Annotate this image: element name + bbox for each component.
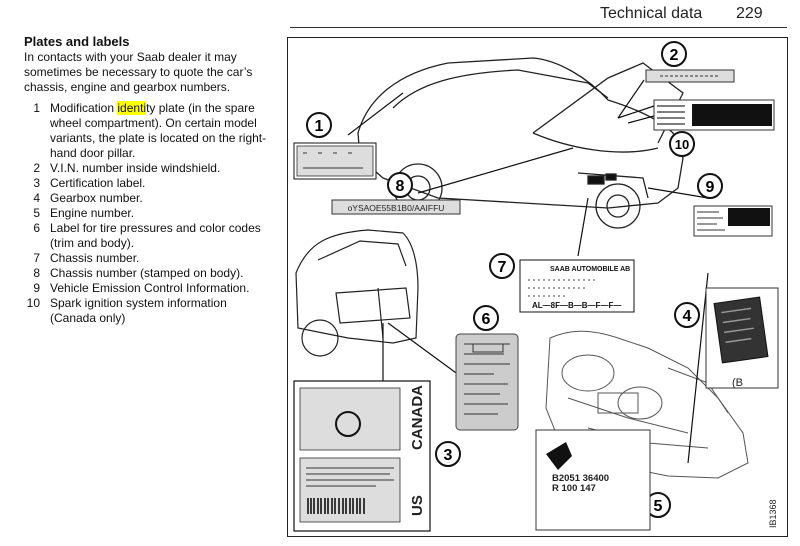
plate-3: CANADA US bbox=[293, 380, 431, 532]
header-rule bbox=[290, 27, 787, 28]
section-heading: Plates and labels bbox=[24, 34, 130, 49]
search-highlight: identi bbox=[117, 101, 147, 115]
plates-figure: 1 2 3 4 5 6 7 8 9 10 bbox=[287, 37, 788, 537]
plate-2 bbox=[645, 69, 735, 83]
plate-10 bbox=[653, 99, 775, 131]
page-title: Technical data bbox=[600, 5, 703, 22]
svg-text:6: 6 bbox=[482, 311, 491, 328]
svg-text:CANADA: CANADA bbox=[409, 385, 426, 450]
svg-text:10: 10 bbox=[675, 137, 689, 152]
leader-lines bbox=[347, 79, 709, 464]
svg-text:R 100 147: R 100 147 bbox=[552, 483, 596, 494]
svg-text:2: 2 bbox=[670, 47, 679, 64]
callout-1: 1 bbox=[306, 112, 332, 138]
svg-text:3: 3 bbox=[444, 447, 453, 464]
svg-text:8: 8 bbox=[396, 178, 405, 195]
svg-text:oYSAOE55B1B0/AAIFFU: oYSAOE55B1B0/AAIFFU bbox=[348, 203, 445, 213]
plate-8: oYSAOE55B1B0/AAIFFU bbox=[331, 199, 461, 215]
svg-text:5: 5 bbox=[654, 498, 663, 515]
plate-6 bbox=[455, 333, 519, 431]
callout-2: 2 bbox=[661, 41, 687, 67]
page-header: Technical data 229 bbox=[0, 0, 800, 28]
side-car-drawing bbox=[295, 229, 419, 357]
plate-5: B2051 36400 R 100 147 bbox=[535, 429, 651, 531]
page-number: 229 bbox=[736, 5, 763, 22]
callout-3: 3 bbox=[435, 441, 461, 467]
callout-6: 6 bbox=[473, 305, 499, 331]
svg-text:B2051 36400: B2051 36400 bbox=[552, 473, 609, 484]
intro-paragraph: In contacts with your Saab dealer it may… bbox=[24, 50, 253, 94]
callout-4: 4 bbox=[674, 302, 700, 328]
text-column: Plates and labels In contacts with your … bbox=[24, 34, 276, 326]
plate-9 bbox=[693, 205, 773, 237]
svg-text:9: 9 bbox=[706, 179, 715, 196]
figure-illustration: 1 2 3 4 5 6 7 8 9 10 bbox=[293, 41, 779, 532]
svg-text:7: 7 bbox=[498, 259, 507, 276]
callout-10: 10 bbox=[669, 131, 695, 157]
svg-text:SAAB AUTOMOBILE AB: SAAB AUTOMOBILE AB bbox=[550, 266, 630, 273]
svg-text:4: 4 bbox=[683, 308, 692, 325]
callout-8: 8 bbox=[387, 172, 413, 198]
svg-text:US: US bbox=[409, 495, 426, 516]
plate-7: SAAB AUTOMOBILE AB AL—8F—B—B—F—F— bbox=[519, 259, 635, 313]
callout-9: 9 bbox=[697, 173, 723, 199]
svg-text:AL—8F—B—B—F—F—: AL—8F—B—B—F—F— bbox=[532, 301, 621, 310]
figure-id: IB1368 bbox=[768, 499, 778, 528]
callout-7: 7 bbox=[489, 253, 515, 279]
plate-1 bbox=[293, 142, 377, 180]
svg-text:(B: (B bbox=[732, 377, 743, 389]
svg-text:1: 1 bbox=[315, 118, 324, 135]
plate-4: (B bbox=[705, 287, 779, 389]
